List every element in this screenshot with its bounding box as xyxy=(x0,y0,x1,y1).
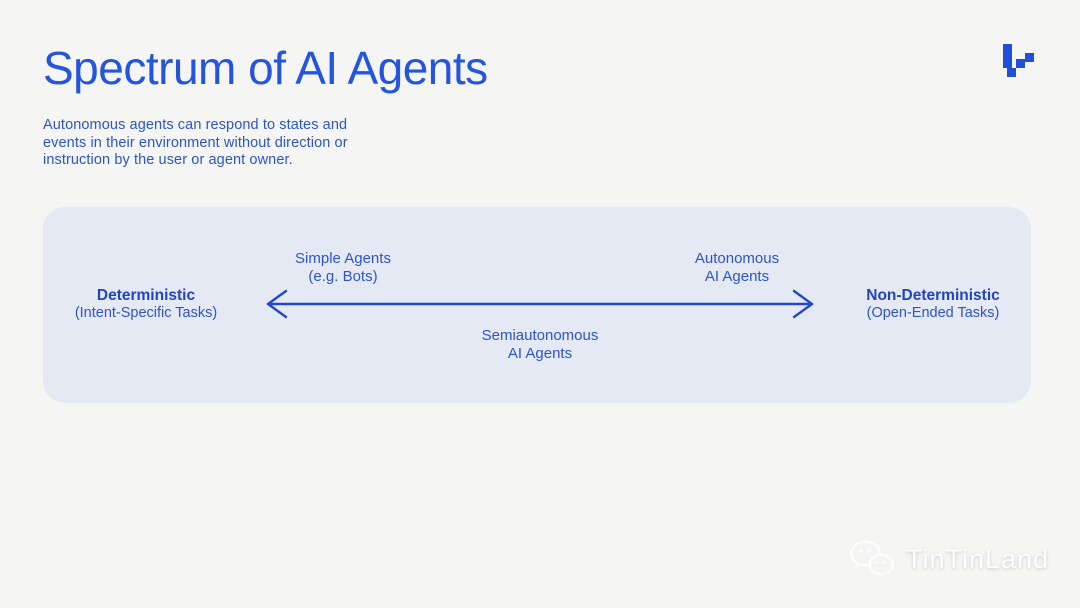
watermark: TinTinLand xyxy=(848,538,1049,580)
label-simple-agents-line2: (e.g. Bots) xyxy=(308,267,378,285)
endpoint-non-deterministic: Non-Deterministic (Open-Ended Tasks) xyxy=(866,287,1000,321)
spectrum-panel: Simple Agents (e.g. Bots) Autonomous AI … xyxy=(43,207,1031,403)
subtitle-line-3: instruction by the user or agent owner. xyxy=(43,152,293,169)
pixel-check-logo-icon xyxy=(1003,44,1034,77)
subtitle-line-1: Autonomous agents can respond to states … xyxy=(43,117,348,133)
label-simple-agents-line1: Simple Agents xyxy=(295,250,391,267)
label-simple-agents: Simple Agents (e.g. Bots) xyxy=(295,250,391,285)
label-semiautonomous-line1: Semiautonomous xyxy=(481,327,599,344)
label-autonomous-agents-line1: Autonomous xyxy=(694,250,780,267)
watermark-text: TinTinLand xyxy=(906,543,1050,574)
label-autonomous-agents-line2: AI Agents xyxy=(704,267,770,285)
endpoint-deterministic: Deterministic (Intent-Specific Tasks) xyxy=(74,287,218,321)
endpoint-non-deterministic-title: Non-Deterministic xyxy=(866,287,1000,304)
endpoint-deterministic-title: Deterministic xyxy=(96,287,196,304)
wechat-icon xyxy=(850,540,894,578)
label-semiautonomous-line2: AI Agents xyxy=(507,344,573,362)
label-autonomous-agents: Autonomous AI Agents xyxy=(695,250,779,285)
endpoint-deterministic-subtitle: (Intent-Specific Tasks) xyxy=(74,304,218,321)
subtitle-line-2: events in their environment without dire… xyxy=(43,134,348,151)
endpoint-non-deterministic-subtitle: (Open-Ended Tasks) xyxy=(866,304,1000,321)
label-semiautonomous-agents: Semiautonomous AI Agents xyxy=(482,327,599,362)
page-title: Spectrum of AI Agents xyxy=(43,42,488,94)
double-arrow-icon xyxy=(266,289,814,319)
slide-subtitle: Autonomous agents can respond to states … xyxy=(43,117,348,170)
